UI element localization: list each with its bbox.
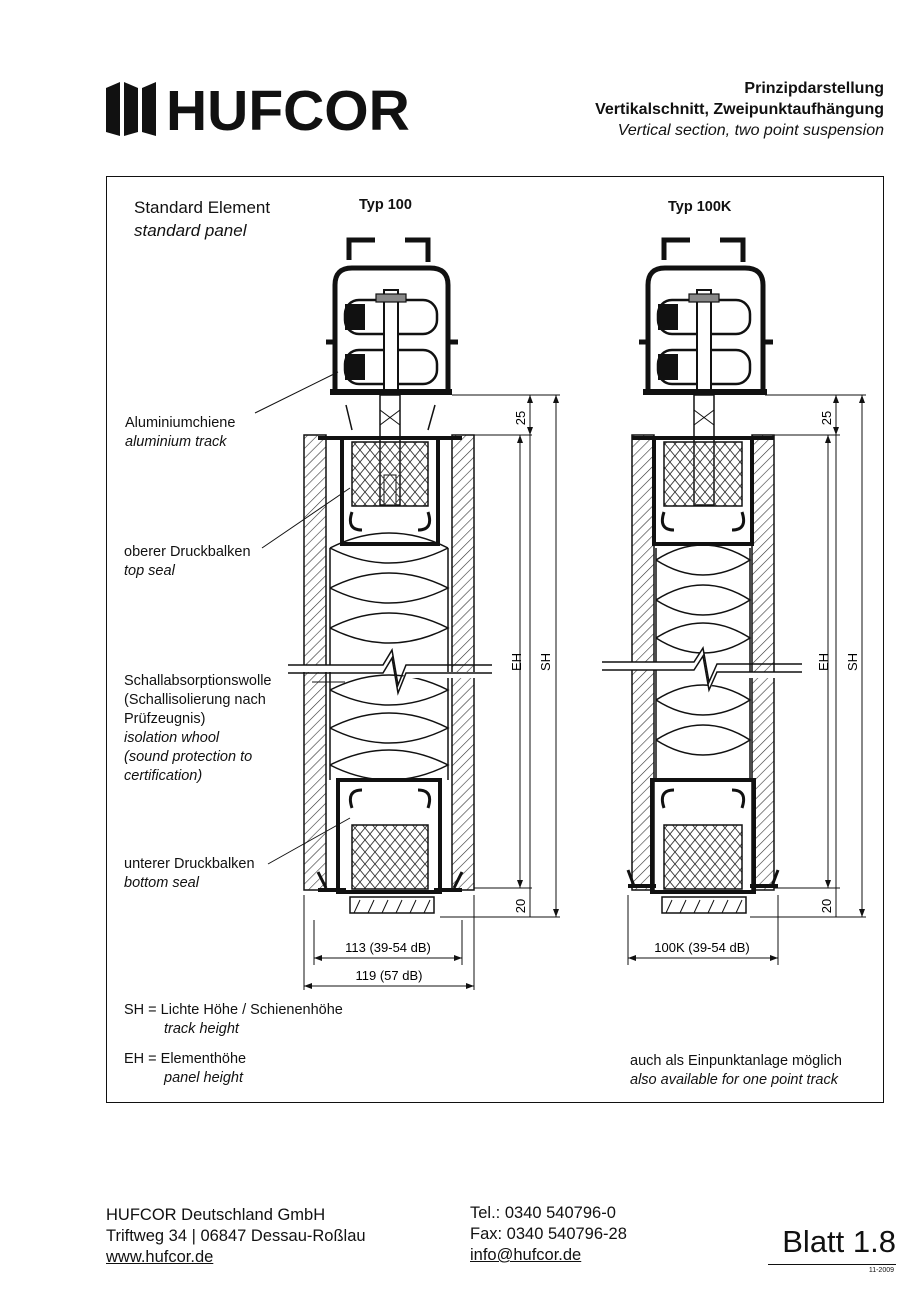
dim-25-b: 25 xyxy=(819,411,834,425)
width-113: 113 (39-54 dB) xyxy=(345,940,431,955)
label-wool-de-1: Schallabsorptionswolle xyxy=(124,673,272,689)
dim-sh-b: SH xyxy=(845,653,860,671)
panel-skin-right-b xyxy=(751,434,775,891)
label-wool-en-3: certification) xyxy=(124,768,203,784)
dim-sh-a: SH xyxy=(538,653,553,671)
panel-skin-left-a xyxy=(303,434,327,891)
drawing-frame xyxy=(106,176,884,1103)
website-link[interactable]: www.hufcor.de xyxy=(106,1248,214,1266)
label-wool: Schallabsorptionswolle (Schallisolierung… xyxy=(124,672,272,786)
type-100-label: Typ 100 xyxy=(359,197,412,213)
standard-panel-title: Standard Element standard panel xyxy=(134,196,270,242)
dimensions-b xyxy=(627,394,866,965)
aluminium-track-b xyxy=(639,237,773,392)
standard-en: standard panel xyxy=(134,221,247,240)
footer-contact: Tel.: 0340 540796-0 Fax: 0340 540796-28 … xyxy=(470,1203,627,1266)
label-top-seal-en: top seal xyxy=(124,563,175,579)
title-en: Vertical section, two point suspension xyxy=(617,122,884,139)
sheet-divider xyxy=(768,1264,896,1265)
company-name: HUFCOR Deutschland GmbH xyxy=(106,1206,326,1224)
break-line-b xyxy=(602,645,802,693)
label-track-de: Aluminiumchiene xyxy=(125,415,236,431)
legend-eh: EH = Elementhöhe panel height xyxy=(124,1050,246,1088)
dim-eh-a: EH xyxy=(509,653,524,671)
rollers-a xyxy=(330,289,452,401)
legend-sh: SH = Lichte Höhe / Schienenhöhe track he… xyxy=(124,1001,343,1039)
bottom-seal-b xyxy=(626,778,780,914)
type-100k-label: Typ 100K xyxy=(668,199,732,215)
page-title: Prinzipdarstellung Vertikalschnitt, Zwei… xyxy=(595,78,884,141)
rollers-b xyxy=(643,289,767,401)
label-wool-de-3: Prüfzeugnis) xyxy=(124,711,206,727)
label-wool-en-1: isolation whool xyxy=(124,730,220,746)
note-de: auch als Einpunktanlage möglich xyxy=(630,1053,842,1069)
top-seal-b xyxy=(632,436,774,546)
note: auch als Einpunktanlage möglich also ava… xyxy=(630,1052,842,1090)
label-bottom-seal: unterer Druckbalken bottom seal xyxy=(124,855,255,893)
top-seal-a xyxy=(318,404,462,546)
label-bottom-seal-en: bottom seal xyxy=(124,875,199,891)
legend-eh-line: EH = Elementhöhe xyxy=(124,1051,247,1067)
logo-text: HUFCOR xyxy=(166,79,410,140)
sheet-date: 11-2009 xyxy=(868,1267,894,1274)
dim-20-a: 20 xyxy=(513,899,528,913)
label-wool-de-2: (Schallisolierung nach xyxy=(124,692,266,708)
legend-sh-en: track height xyxy=(164,1021,239,1037)
company-address: Triftweg 34 | 06847 Dessau-Roßlau xyxy=(106,1227,366,1245)
leader-lines-a xyxy=(254,371,351,865)
hufcor-logo: HUFCOR xyxy=(104,78,434,143)
aluminium-track-a xyxy=(326,237,458,392)
label-top-seal: oberer Druckbalken top seal xyxy=(124,543,251,581)
dimension-arrows-a xyxy=(304,395,559,989)
width-100k: 100K (39-54 dB) xyxy=(654,940,749,955)
sheet-number: Blatt 1.8 xyxy=(782,1224,896,1259)
footer-company: HUFCOR Deutschland GmbH Triftweg 34 | 06… xyxy=(106,1205,366,1268)
width-119: 119 (57 dB) xyxy=(356,968,423,983)
label-track: Aluminiumchiene aluminium track xyxy=(125,414,235,452)
standard-de: Standard Element xyxy=(134,198,271,217)
title-de-2: Vertikalschnitt, Zweipunktaufhängung xyxy=(595,101,884,118)
dimension-arrows-b xyxy=(628,395,865,961)
dim-25-a: 25 xyxy=(513,411,528,425)
panel-skin-right-a xyxy=(451,434,475,891)
label-bottom-seal-de: unterer Druckbalken xyxy=(124,856,255,872)
label-top-seal-de: oberer Druckbalken xyxy=(124,544,251,560)
label-track-en: aluminium track xyxy=(125,434,227,450)
legend-eh-en: panel height xyxy=(164,1070,244,1086)
dim-20-b: 20 xyxy=(819,899,834,913)
phone: Tel.: 0340 540796-0 xyxy=(470,1204,616,1222)
label-wool-en-2: (sound protection to xyxy=(124,749,253,765)
break-line-a xyxy=(288,647,492,696)
dim-eh-b: EH xyxy=(816,653,831,671)
legend-sh-line: SH = Lichte Höhe / Schienenhöhe xyxy=(124,1002,343,1018)
email-link[interactable]: info@hufcor.de xyxy=(470,1246,582,1264)
logo-mark-icon: HUFCOR xyxy=(106,79,410,143)
section-typ-100: 25 20 EH SH 113 (39-54 dB) 119 (57 dB) xyxy=(254,237,560,990)
bottom-seal-a xyxy=(316,778,464,914)
section-typ-100k: 25 20 EH SH 100K (39-54 dB) xyxy=(602,237,866,965)
title-de-1: Prinzipdarstellung xyxy=(744,80,884,97)
dimensions-a xyxy=(303,394,560,990)
fax: Fax: 0340 540796-28 xyxy=(470,1225,627,1243)
note-en: also available for one point track xyxy=(630,1072,838,1088)
